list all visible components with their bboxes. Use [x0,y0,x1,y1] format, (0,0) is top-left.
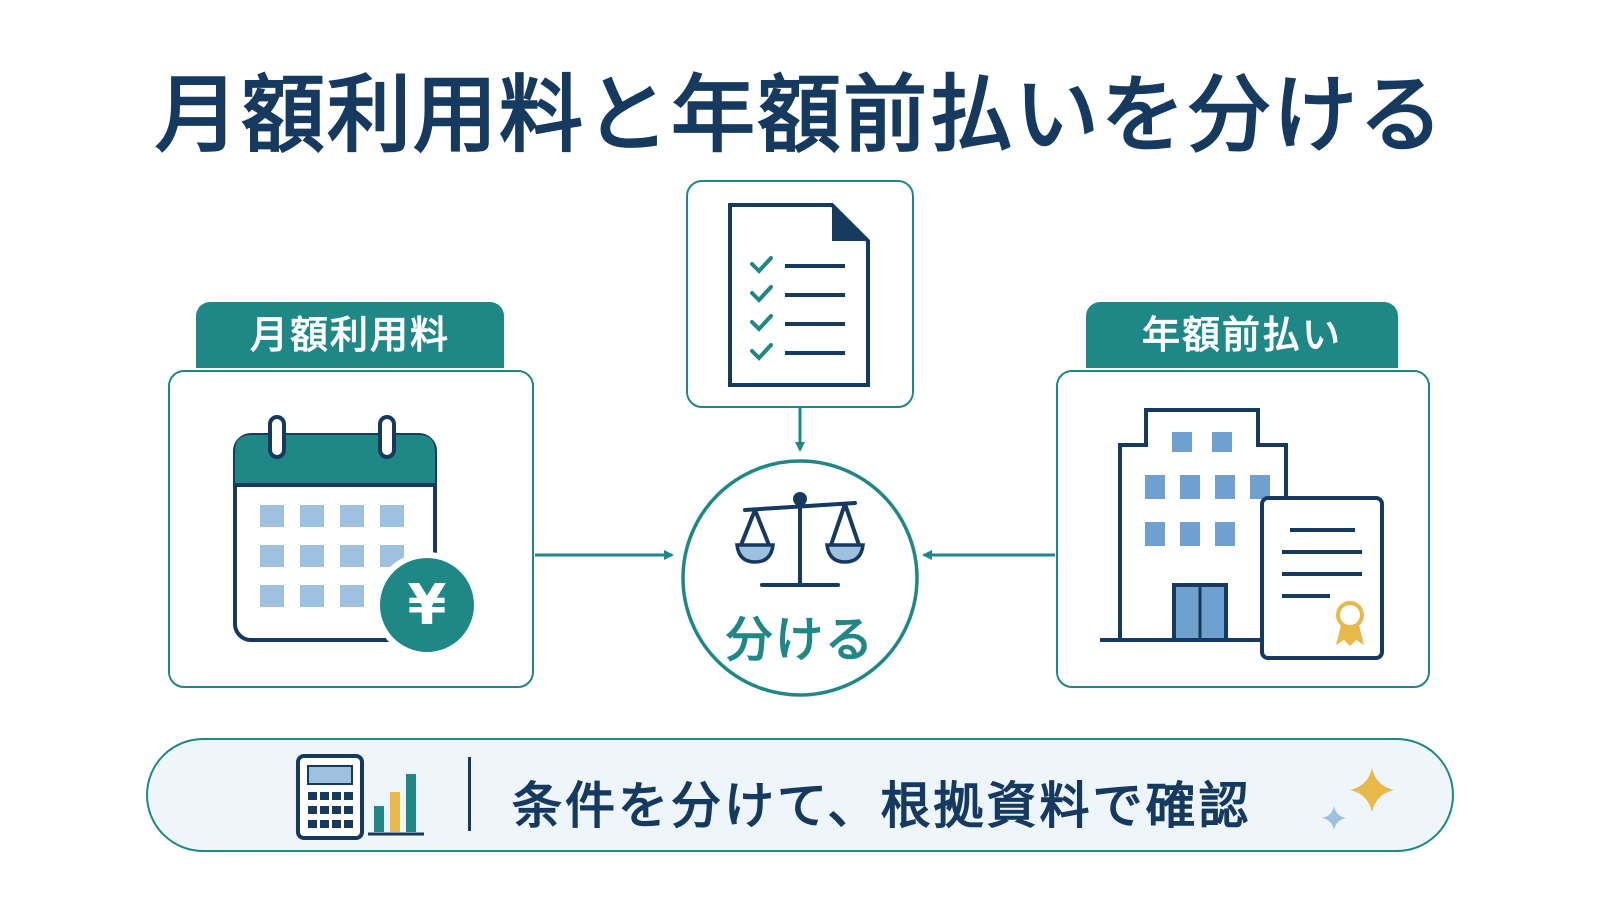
calculator-icon [296,754,364,840]
separate-label: 分ける [724,612,875,668]
bar-chart-icon [368,774,424,836]
yen-symbol: ¥ [408,573,447,638]
monthly-fee-label: 月額利用料 [196,302,504,368]
banner-text: 条件を分けて、根拠資料で確認 [512,777,1252,835]
summary-banner [146,738,1454,852]
banner-divider [468,757,471,831]
annual-prepayment-label: 年額前払い [1086,302,1398,368]
page-title: 月額利用料と年額前払いを分ける [154,66,1445,164]
sparkle-icon [1322,768,1394,830]
